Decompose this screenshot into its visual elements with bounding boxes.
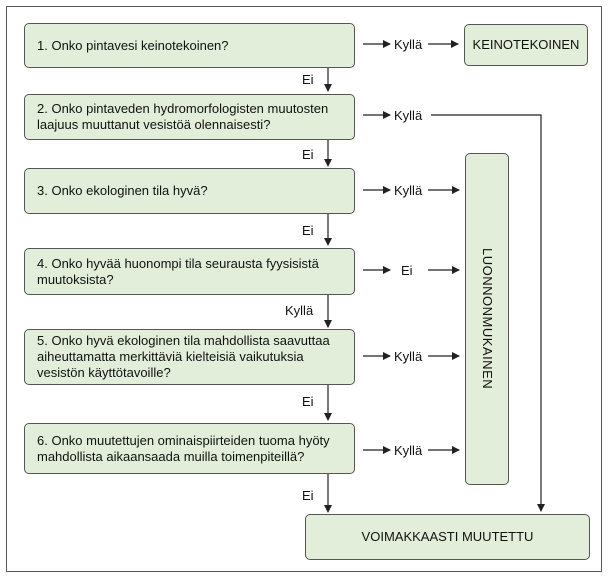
diagram-frame — [6, 6, 602, 572]
question-text-1: 1. Onko pintavesi keinotekoinen? — [37, 37, 229, 53]
question-box-3: 3. Onko ekologinen tila hyvä? — [24, 168, 355, 214]
side-label-4: Ei — [401, 263, 413, 278]
outcome-natural: LUONNONMUKAINEN — [465, 153, 509, 485]
down-label-6: Ei — [302, 488, 314, 503]
path-to-heavily-modified — [431, 114, 545, 512]
question-text-3: 3. Onko ekologinen tila hyvä? — [37, 183, 208, 198]
outcome-artificial-label: KEINOTEKOINEN — [472, 37, 580, 52]
question-box-4: 4. Onko hyvää huonompi tila seurausta fy… — [24, 248, 355, 295]
down-label-5: Ei — [302, 394, 314, 409]
question-text-5: 5. Onko hyvä ekologinen tila mahdollista… — [37, 333, 330, 380]
side-label-2: Kyllä — [394, 108, 423, 123]
question-text-2: 2. Onko pintaveden hydromorfologisten mu… — [37, 101, 329, 132]
side-label-5: Kyllä — [394, 349, 423, 364]
question-box-2: 2. Onko pintaveden hydromorfologisten mu… — [24, 94, 355, 140]
question-text-4: 4. Onko hyvää huonompi tila seurausta fy… — [37, 255, 319, 287]
outcome-heavily-modified-label: VOIMAKKAASTI MUUTETTU — [361, 529, 534, 544]
down-label-1: Ei — [302, 72, 314, 87]
outcome-natural-label: LUONNONMUKAINEN — [480, 248, 495, 390]
question-text-6: 6. Onko muutettujen ominaispiirteiden tu… — [37, 432, 330, 464]
down-label-3: Ei — [302, 223, 314, 238]
side-label-3: Kyllä — [394, 183, 423, 198]
question-box-5: 5. Onko hyvä ekologinen tila mahdollista… — [24, 329, 355, 385]
outcome-heavily-modified: VOIMAKKAASTI MUUTETTU — [305, 514, 590, 560]
side-label-1: Kyllä — [394, 37, 423, 52]
outcome-artificial: KEINOTEKOINEN — [464, 24, 588, 66]
question-box-1: 1. Onko pintavesi keinotekoinen? — [24, 23, 355, 68]
question-box-6: 6. Onko muutettujen ominaispiirteiden tu… — [24, 423, 355, 474]
down-label-2: Ei — [302, 147, 314, 162]
down-label-4: Kyllä — [285, 303, 314, 318]
side-label-6: Kyllä — [394, 443, 423, 458]
